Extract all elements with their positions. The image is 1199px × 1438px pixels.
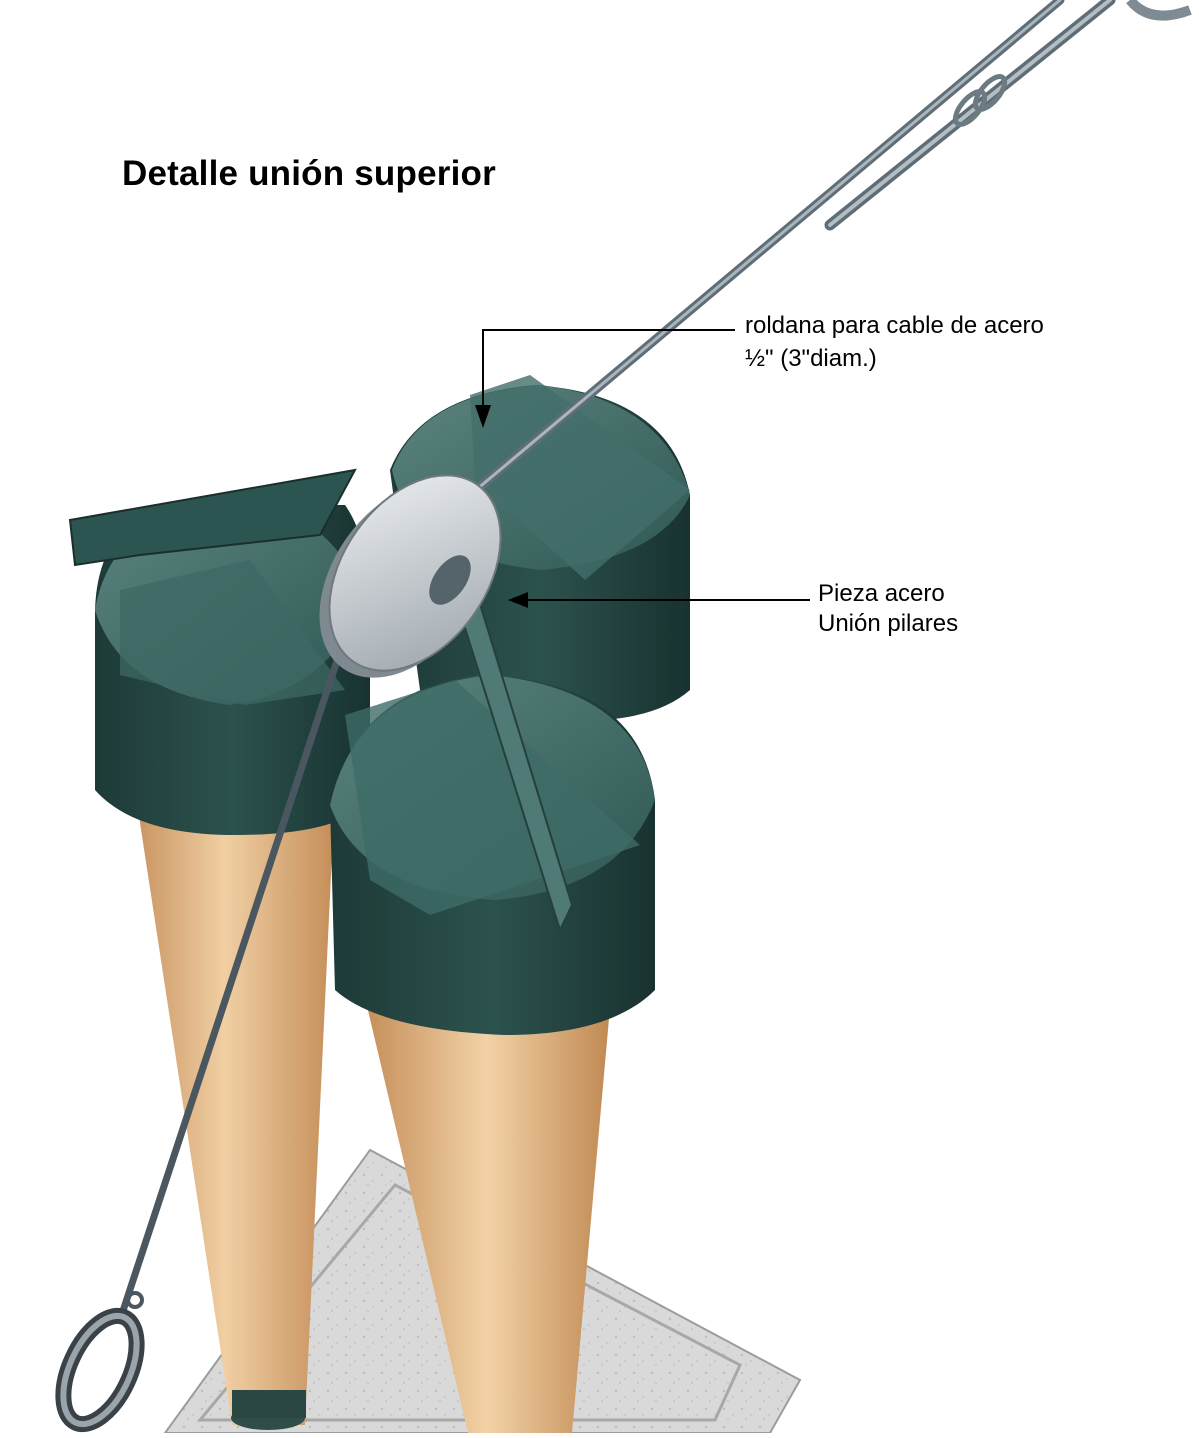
- steel-cable: [116, 0, 1192, 1324]
- diagram-title: Detalle unión superior: [122, 154, 496, 193]
- pulley: [319, 474, 502, 678]
- joint-label-line2: Unión pilares: [818, 610, 959, 637]
- cable-ring: [55, 1291, 145, 1433]
- joint-leader-arrow: [508, 592, 810, 608]
- pulley-label-line1: roldana para cable de acero: [745, 312, 1044, 339]
- joint-label-line1: Pieza acero: [818, 580, 945, 607]
- left-steel-cap: [68, 468, 370, 835]
- left-wood-pillar: [135, 790, 335, 1430]
- pulley-label-line2: ½" (3"diam.): [745, 345, 877, 372]
- right-wood-pillar: [362, 985, 612, 1433]
- pulley-leader-arrow: [475, 329, 735, 428]
- front-steel-cap: [330, 675, 655, 1035]
